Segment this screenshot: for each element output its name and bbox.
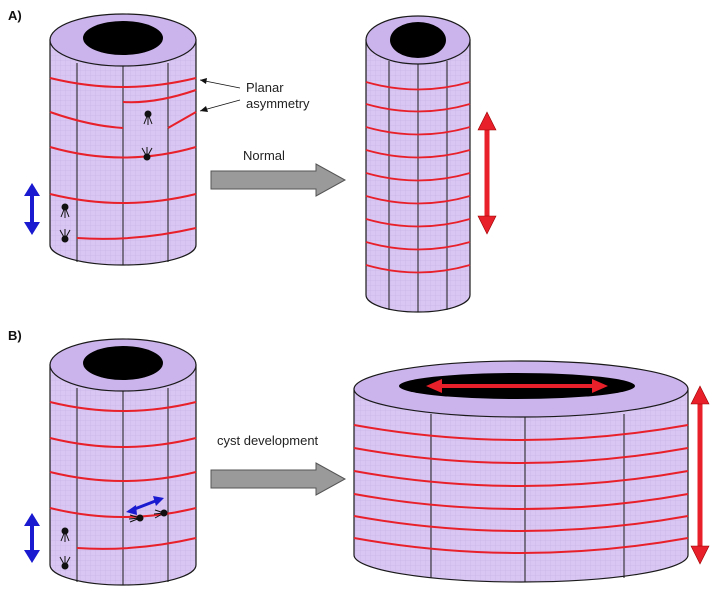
elongation-arrow-a <box>477 111 497 235</box>
lateral-expansion-arrow <box>426 379 608 393</box>
tubule-a-before <box>49 13 197 266</box>
panel-a-label: A) <box>8 8 22 23</box>
cell-junctions <box>49 77 197 240</box>
lumen <box>390 22 446 58</box>
tubule-a-after <box>365 15 471 313</box>
cell-junctions <box>353 424 689 554</box>
elongation-arrow-b <box>690 385 710 565</box>
orientation-arrow-a <box>24 183 40 235</box>
cyst-development-process-arrow: cyst development <box>210 433 347 496</box>
cilia-icon <box>59 509 168 570</box>
cyst-development-label: cyst development <box>217 433 319 448</box>
tubule-b-before <box>49 338 197 586</box>
normal-label: Normal <box>243 148 285 163</box>
orientation-arrow-b <box>24 513 40 563</box>
cilia-icon <box>59 110 153 243</box>
cyst <box>353 360 689 583</box>
cell-junctions <box>49 401 197 550</box>
panel-b-label: B) <box>8 328 22 343</box>
lumen <box>83 21 163 55</box>
misoriented-division-arrow <box>126 496 164 515</box>
cell-junctions <box>365 81 471 274</box>
planar-asymmetry-label: Planar asymmetry <box>246 80 310 111</box>
planar-asymmetry-annotation: Planar asymmetry <box>199 78 310 112</box>
normal-process-arrow: Normal <box>210 148 347 197</box>
lumen <box>83 346 163 380</box>
